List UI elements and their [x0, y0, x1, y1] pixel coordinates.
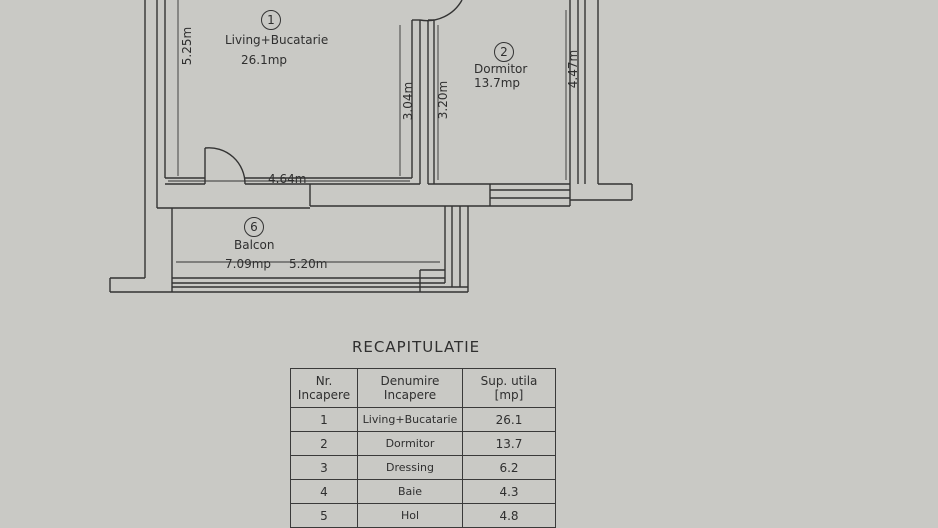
room-number-6: 6 — [244, 217, 264, 237]
table-row: 4 Baie 4.3 — [290, 479, 556, 504]
room-area-balcon: 7.09mp — [225, 257, 272, 271]
table-row: 3 Dressing 6.2 — [290, 455, 556, 480]
dim-dormitor-right: 4.47m — [566, 49, 581, 89]
table-row: 1 Living+Bucatarie 26.1 — [290, 407, 556, 432]
dim-living-height: 5.25m — [180, 26, 195, 66]
room-area-dormitor: 13.7mp — [474, 76, 521, 90]
room-name-balcon: Balcon — [234, 238, 275, 252]
door-swing-balcony — [204, 147, 246, 185]
room-number-2: 2 — [494, 42, 514, 62]
table-row: 2 Dormitor 13.7 — [290, 431, 556, 456]
room-name-dormitor: Dormitor — [474, 62, 528, 76]
header-area: Sup. utila[mp] — [462, 368, 556, 408]
dim-living-wall: 3.04m — [401, 81, 416, 121]
dim-living-width: 4.64m — [268, 172, 307, 186]
door-swing-top — [419, 0, 463, 22]
table-row: 5 Hol 4.8 — [290, 503, 556, 528]
dim-balcon-width: 5.20m — [289, 257, 328, 271]
recap-title: RECAPITULATIE — [352, 338, 481, 356]
header-nr: Nr.Incapere — [290, 368, 358, 408]
room-number-1: 1 — [261, 10, 281, 30]
dim-dormitor-left: 3.20m — [436, 80, 451, 120]
room-area-living: 26.1mp — [241, 53, 288, 67]
room-name-living: Living+Bucatarie — [225, 33, 329, 47]
